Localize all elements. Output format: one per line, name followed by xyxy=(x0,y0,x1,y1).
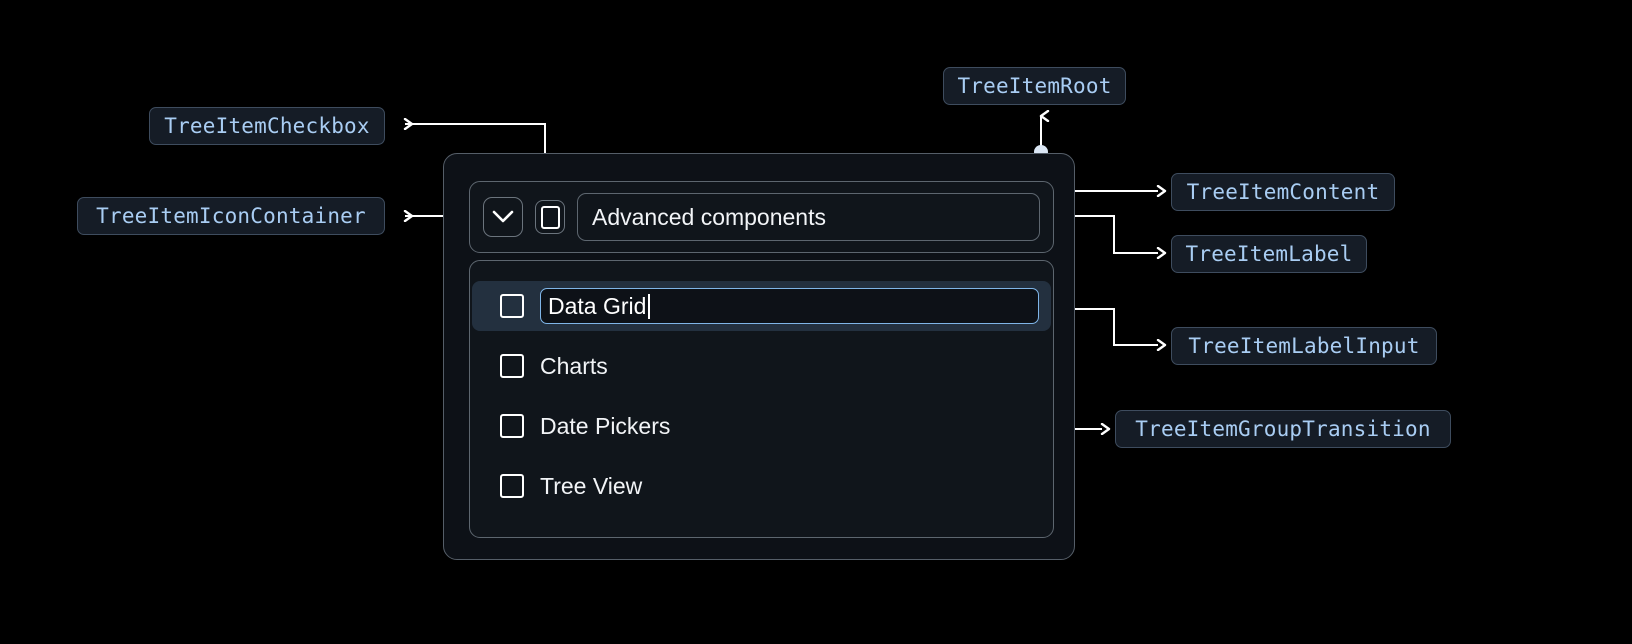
annotation-chip-tree-item-icon-container: TreeItemIconContainer xyxy=(77,197,385,235)
tree-item-child-tree-view[interactable]: Tree View xyxy=(472,461,1051,511)
tree-item-label: Tree View xyxy=(540,472,643,499)
annotation-chip-tree-item-content: TreeItemContent xyxy=(1171,173,1395,211)
tree-item-group-transition: Data Grid Charts Date Pickers Tree View xyxy=(469,260,1054,538)
tree-item-label-text: Advanced components xyxy=(592,203,826,230)
tree-item-checkbox[interactable] xyxy=(500,414,524,438)
tree-item-label[interactable]: Advanced components xyxy=(577,193,1040,241)
tree-item-label-input[interactable]: Data Grid xyxy=(540,288,1039,324)
tree-item-checkbox[interactable] xyxy=(500,354,524,378)
tree-item-label: Date Pickers xyxy=(540,412,671,439)
tree-item-checkbox[interactable] xyxy=(500,474,524,498)
tree-item-child-charts[interactable]: Charts xyxy=(472,341,1051,391)
chevron-down-icon xyxy=(492,210,514,224)
tree-item-checkbox[interactable] xyxy=(500,294,524,318)
text-caret xyxy=(648,293,650,319)
tree-item-root[interactable]: Advanced components Data Grid Charts Dat… xyxy=(443,153,1075,560)
annotation-chip-tree-item-root: TreeItemRoot xyxy=(943,67,1126,105)
tree-item-content[interactable]: Advanced components xyxy=(469,181,1054,253)
annotation-chip-tree-item-label: TreeItemLabel xyxy=(1171,235,1367,273)
annotation-chip-tree-item-label-input: TreeItemLabelInput xyxy=(1171,327,1437,365)
annotation-chip-tree-item-checkbox: TreeItemCheckbox xyxy=(149,107,385,145)
tree-item-child-data-grid[interactable]: Data Grid xyxy=(472,281,1051,331)
checkbox-square-icon xyxy=(540,205,560,229)
tree-item-checkbox[interactable] xyxy=(535,200,565,234)
annotation-chip-tree-item-group-transition: TreeItemGroupTransition xyxy=(1115,410,1451,448)
tree-item-child-date-pickers[interactable]: Date Pickers xyxy=(472,401,1051,451)
tree-item-label-input-value: Data Grid xyxy=(548,292,647,319)
tree-item-label: Charts xyxy=(540,352,608,379)
tree-item-icon-container[interactable] xyxy=(483,197,523,237)
